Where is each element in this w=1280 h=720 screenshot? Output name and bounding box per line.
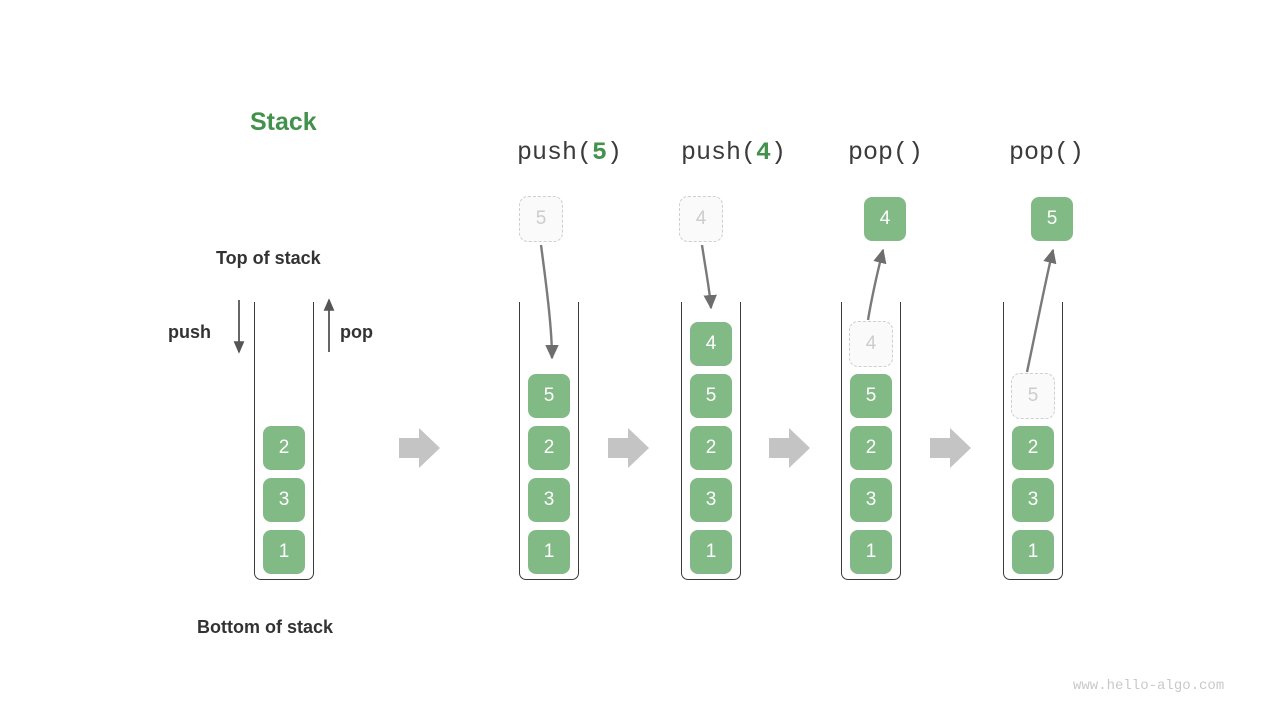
op-suffix: ) bbox=[1069, 138, 1085, 167]
page-title: Stack bbox=[250, 108, 317, 136]
stack-cell-ghost: 5 bbox=[1011, 373, 1055, 419]
push-motion-arrow-4 bbox=[700, 244, 717, 310]
watermark: www.hello-algo.com bbox=[1073, 678, 1225, 694]
stack-cell: 5 bbox=[849, 373, 893, 419]
stack-cell: 5 bbox=[689, 373, 733, 419]
stack-cell: 1 bbox=[849, 529, 893, 575]
op-prefix: pop( bbox=[848, 138, 909, 167]
op-label-push-4: push(4) bbox=[681, 138, 786, 167]
op-label-pop-2: pop() bbox=[1009, 138, 1084, 167]
stack-cell-ghost: 4 bbox=[849, 321, 893, 367]
popped-cell: 5 bbox=[1030, 196, 1074, 242]
op-label-pop-1: pop() bbox=[848, 138, 923, 167]
stack-container bbox=[519, 302, 579, 580]
stack-container bbox=[254, 302, 314, 580]
top-of-stack-label: Top of stack bbox=[216, 248, 321, 268]
stack-cell: 1 bbox=[527, 529, 571, 575]
bottom-of-stack-label: Bottom of stack bbox=[197, 617, 334, 637]
stack-cell: 1 bbox=[262, 529, 306, 575]
op-suffix: ) bbox=[771, 138, 787, 167]
stack-cell: 3 bbox=[1011, 477, 1055, 523]
stack-cell: 2 bbox=[1011, 425, 1055, 471]
stack-cell: 2 bbox=[527, 425, 571, 471]
op-suffix: ) bbox=[607, 138, 623, 167]
popped-cell: 4 bbox=[863, 196, 907, 242]
op-suffix: ) bbox=[908, 138, 924, 167]
floating-ghost-cell: 4 bbox=[679, 196, 723, 242]
stack-container bbox=[681, 302, 741, 580]
stack-cell: 2 bbox=[689, 425, 733, 471]
stack-cell: 3 bbox=[262, 477, 306, 523]
op-label-push-5: push(5) bbox=[517, 138, 622, 167]
stack-cell: 4 bbox=[689, 321, 733, 367]
floating-ghost-cell: 5 bbox=[519, 196, 563, 242]
op-arg: 5 bbox=[592, 138, 608, 167]
stack-container bbox=[1003, 302, 1063, 580]
stack-cell: 3 bbox=[849, 477, 893, 523]
stack-cell: 1 bbox=[689, 529, 733, 575]
step-arrow-3 bbox=[769, 428, 810, 468]
stack-cell: 5 bbox=[527, 373, 571, 419]
stack-cell: 3 bbox=[689, 477, 733, 523]
stack-cell: 3 bbox=[527, 477, 571, 523]
step-arrow-1 bbox=[399, 428, 440, 468]
op-prefix: pop( bbox=[1009, 138, 1070, 167]
step-arrow-2 bbox=[608, 428, 649, 468]
op-prefix: push( bbox=[517, 138, 593, 167]
step-arrow-4 bbox=[930, 428, 971, 468]
op-arg: 4 bbox=[756, 138, 772, 167]
stack-cell: 2 bbox=[262, 425, 306, 471]
stack-cell: 1 bbox=[1011, 529, 1055, 575]
stack-container bbox=[841, 302, 901, 580]
push-label: push bbox=[168, 322, 211, 342]
op-prefix: push( bbox=[681, 138, 757, 167]
stack-cell: 2 bbox=[849, 425, 893, 471]
pop-label: pop bbox=[340, 322, 373, 342]
